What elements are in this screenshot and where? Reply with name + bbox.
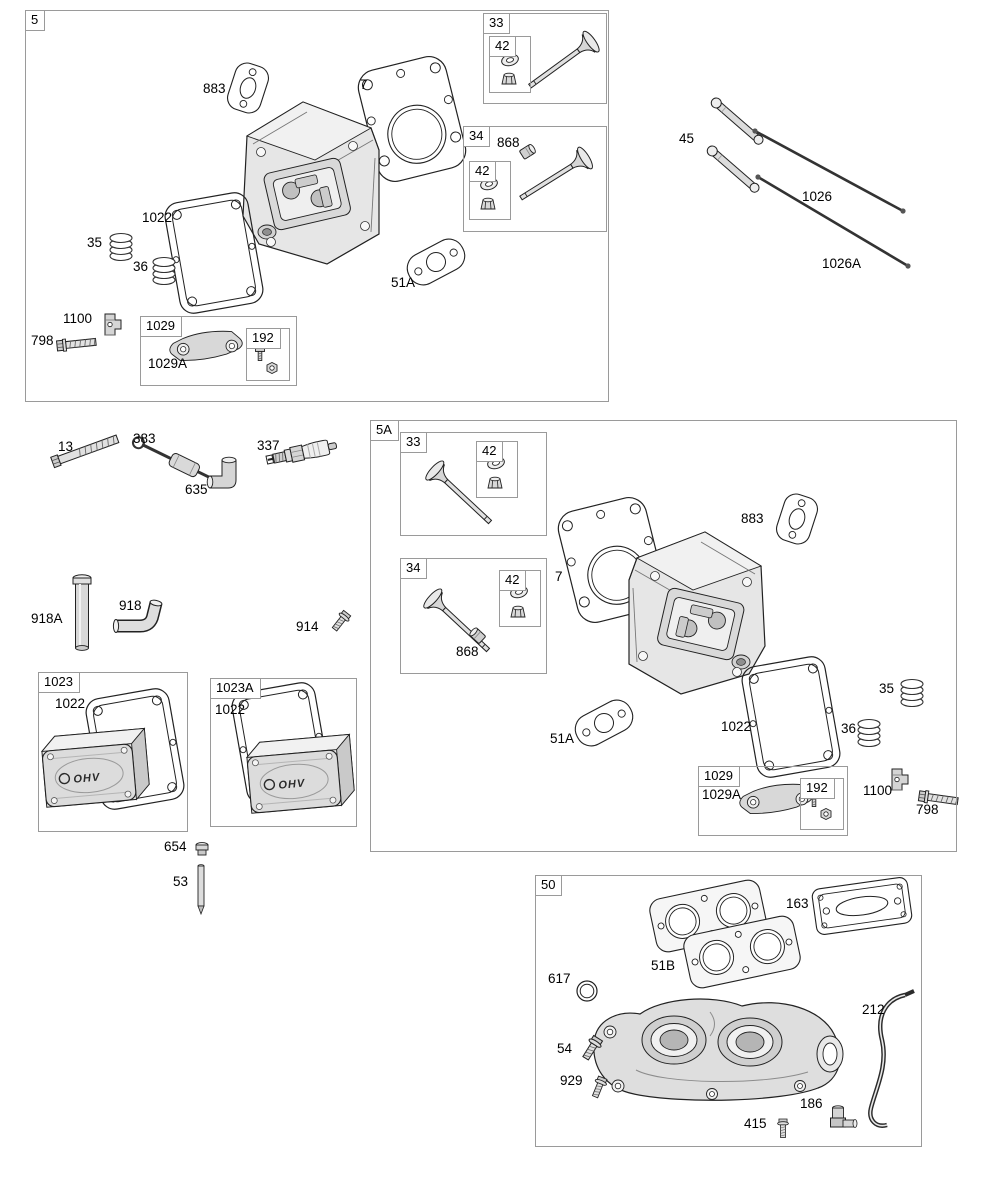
group-box-192-2-label: 192 <box>801 779 835 800</box>
group-box-50: 50 <box>535 875 922 1147</box>
group-box-1023-label: 1023 <box>39 673 80 694</box>
intake-manifold-drawing <box>593 998 844 1101</box>
hose-drawing-212 <box>868 989 915 1128</box>
part-label-7-2: 7 <box>555 569 563 584</box>
group-box-42-1: 42 <box>489 36 531 93</box>
part-label-36-2: 36 <box>841 721 857 736</box>
part-label-798-2: 798 <box>916 802 939 817</box>
part-label-1029a-2: 1029A <box>702 787 742 802</box>
group-box-1029-1-label: 1029 <box>141 317 182 338</box>
part-label-51b: 51B <box>651 958 676 973</box>
group-box-33-1: 33 <box>483 13 607 104</box>
part-label-51a-1: 51A <box>391 275 416 290</box>
part-label-337: 337 <box>257 438 280 453</box>
part-label-163: 163 <box>786 896 809 911</box>
group-box-1029-2: 1029 <box>698 766 848 836</box>
part-label-35-2: 35 <box>879 681 895 696</box>
part-label-883-2: 883 <box>741 511 764 526</box>
group-box-34-2-label: 34 <box>401 559 428 580</box>
group-box-1029-2-label: 1029 <box>699 767 740 788</box>
part-label-383: 383 <box>133 431 156 446</box>
ohv-text-2: OHV <box>278 777 306 791</box>
group-box-1029-1: 1029 <box>140 316 297 386</box>
part-label-415: 415 <box>744 1116 767 1131</box>
group-box-34-2: 34 <box>400 558 547 674</box>
group-box-1023: 1023 <box>38 672 188 832</box>
part-label-1100-1: 1100 <box>63 311 93 326</box>
group-box-33-2-label: 33 <box>401 433 428 454</box>
group-box-42-4-label: 42 <box>500 571 527 592</box>
pin-drawing-53 <box>197 864 205 915</box>
group-box-33-2: 33 <box>400 432 547 536</box>
group-box-42-2-label: 42 <box>470 162 497 183</box>
group-box-50-label: 50 <box>536 876 563 897</box>
part-label-1022-4: 1022 <box>721 719 752 734</box>
tube-drawing-918a <box>72 573 92 652</box>
group-box-42-2: 42 <box>469 161 511 220</box>
ohv-text-1: OHV <box>73 771 101 785</box>
part-label-45: 45 <box>679 131 695 146</box>
part-label-1022-2: 1022 <box>55 696 86 711</box>
part-label-7-1: 7 <box>360 77 368 92</box>
group-box-192-1: 192 <box>246 328 290 381</box>
part-label-918a: 918A <box>31 611 63 626</box>
part-label-635: 635 <box>185 482 208 497</box>
part-label-1026: 1026 <box>802 189 833 204</box>
part-label-36-1: 36 <box>133 259 149 274</box>
part-label-654: 654 <box>164 839 187 854</box>
part-label-1100-2: 1100 <box>863 783 893 798</box>
rod-drawing-1026a <box>755 174 911 269</box>
group-box-42-3: 42 <box>476 441 518 498</box>
part-label-186: 186 <box>800 1096 823 1111</box>
part-label-883-1: 883 <box>203 81 226 96</box>
ohv-logo-1: OHV <box>58 771 101 786</box>
part-label-53: 53 <box>173 874 189 889</box>
spark-plug-boot-drawing-635 <box>206 456 237 489</box>
part-label-868-1: 868 <box>497 135 520 150</box>
group-box-34-1: 34 <box>463 126 607 232</box>
group-box-5a: 5A <box>370 420 957 852</box>
part-label-51a-2: 51A <box>550 731 575 746</box>
group-box-192-2: 192 <box>800 778 844 830</box>
group-box-5-label: 5 <box>26 11 46 32</box>
push-rod-drawing-45-2 <box>704 143 762 195</box>
push-rod-drawing-45-1 <box>708 95 766 147</box>
group-box-1023a: 1023A <box>210 678 357 827</box>
group-box-42-4: 42 <box>499 570 541 627</box>
cap-drawing-654 <box>195 842 209 856</box>
part-label-1022-1: 1022 <box>142 210 173 225</box>
group-box-42-1-label: 42 <box>490 37 517 58</box>
ohv-logo-2: OHV <box>263 777 306 792</box>
part-label-798-1: 798 <box>31 333 54 348</box>
part-label-617: 617 <box>548 971 571 986</box>
rod-drawing-1026 <box>752 128 906 214</box>
group-box-5: 5 <box>25 10 609 402</box>
part-label-212: 212 <box>862 1002 885 1017</box>
group-box-33-1-label: 33 <box>484 14 511 35</box>
part-label-914: 914 <box>296 619 319 634</box>
part-label-1026a: 1026A <box>822 256 862 271</box>
part-label-13: 13 <box>58 439 74 454</box>
part-label-1029a-1: 1029A <box>148 356 188 371</box>
screw-drawing-914 <box>329 608 353 634</box>
group-box-192-1-label: 192 <box>247 329 281 350</box>
part-label-35-1: 35 <box>87 235 103 250</box>
part-label-868-2: 868 <box>456 644 479 659</box>
part-label-929: 929 <box>560 1073 583 1088</box>
part-label-918: 918 <box>119 598 142 613</box>
group-box-5a-label: 5A <box>371 421 399 442</box>
part-label-1022-3: 1022 <box>215 702 246 717</box>
group-box-34-1-label: 34 <box>464 127 491 148</box>
part-label-54: 54 <box>557 1041 573 1056</box>
group-box-42-3-label: 42 <box>477 442 504 463</box>
group-box-1023a-label: 1023A <box>211 679 261 700</box>
